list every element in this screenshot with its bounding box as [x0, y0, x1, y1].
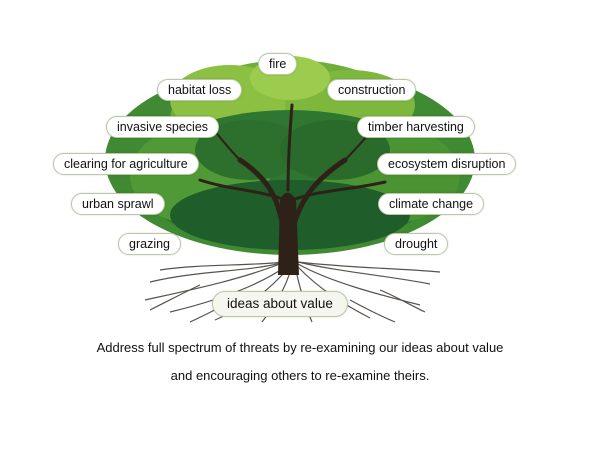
label-urban-sprawl: urban sprawl — [71, 193, 165, 215]
caption-line-2: and encouraging others to re-examine the… — [170, 368, 430, 383]
label-construction: construction — [327, 79, 417, 101]
label-clearing-for-agriculture: clearing for agriculture — [53, 153, 199, 175]
label-habitat-loss: habitat loss — [157, 79, 243, 101]
label-drought: drought — [384, 233, 449, 255]
label-fire: fire — [258, 53, 298, 75]
label-ideas-about-value: ideas about value — [212, 291, 348, 317]
label-timber-harvesting: timber harvesting — [357, 116, 475, 138]
caption-line-1: Address full spectrum of threats by re-e… — [96, 340, 504, 355]
label-grazing: grazing — [118, 233, 181, 255]
label-ecosystem-disruption: ecosystem disruption — [377, 153, 517, 175]
trunk-graphic — [278, 192, 299, 275]
label-invasive-species: invasive species — [106, 116, 220, 138]
label-climate-change: climate change — [378, 193, 485, 215]
